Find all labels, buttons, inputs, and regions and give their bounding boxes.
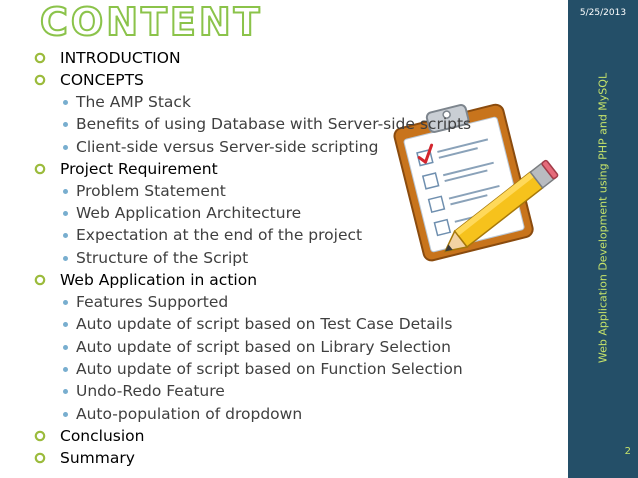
- dot-bullet-icon: [63, 366, 68, 372]
- sub-list-item-label: Auto update of script based on Function …: [76, 359, 463, 378]
- list-item-label: Summary: [60, 448, 135, 467]
- dot-bullet-icon: [63, 344, 68, 350]
- clipboard-checklist-pencil-icon: [393, 103, 559, 262]
- sub-list-item: Auto update of script based on Function …: [34, 358, 471, 380]
- sub-list-item: Benefits of using Database with Server-s…: [34, 113, 471, 135]
- sub-list-item: Undo-Redo Feature: [34, 380, 471, 402]
- dot-bullet-icon: [63, 144, 68, 150]
- dot-bullet-icon: [63, 411, 68, 417]
- dot-bullet-icon: [63, 255, 68, 261]
- dot-bullet-icon: [63, 211, 68, 217]
- dot-bullet-icon: [63, 188, 68, 194]
- sub-list-item-label: Client-side versus Server-side scripting: [76, 137, 379, 156]
- list-item-label: Project Requirement: [60, 159, 218, 178]
- sub-list-item: Auto update of script based on Test Case…: [34, 313, 471, 335]
- slide-date: 5/25/2013: [579, 8, 627, 18]
- circle-bullet-icon: [34, 274, 46, 286]
- dot-bullet-icon: [63, 100, 68, 105]
- content-outline: INTRODUCTION CONCEPTS The AMP Stack Bene…: [34, 47, 471, 469]
- sub-list-item: Features Supported: [34, 291, 471, 313]
- sidebar: 5/25/2013 Web Application Development us…: [568, 0, 638, 478]
- list-item-label: Web Application in action: [60, 271, 258, 290]
- sidebar-caption: Web Application Development using PHP an…: [596, 72, 610, 364]
- list-item-label: INTRODUCTION: [60, 49, 181, 67]
- sub-list-item-label: Problem Statement: [76, 181, 226, 200]
- sub-list-item: Web Application Architecture: [34, 202, 471, 224]
- list-item: CONCEPTS: [34, 69, 471, 91]
- sub-list-item: Client-side versus Server-side scripting: [34, 136, 471, 158]
- sub-list-item-label: Benefits of using Database with Server-s…: [76, 115, 472, 134]
- sub-list-item-label: Web Application Architecture: [76, 204, 302, 223]
- circle-bullet-icon: [34, 74, 46, 86]
- sub-list-item: The AMP Stack: [34, 91, 471, 113]
- list-item: INTRODUCTION: [34, 47, 471, 69]
- dot-bullet-icon: [63, 389, 68, 395]
- sub-list-item: Problem Statement: [34, 180, 471, 202]
- sub-list-item: Auto-population of dropdown: [34, 403, 471, 425]
- sub-list-item-label: Auto update of script based on Library S…: [76, 337, 451, 356]
- dot-bullet-icon: [63, 300, 68, 306]
- list-item-label: Conclusion: [60, 426, 145, 445]
- circle-bullet-icon: [34, 430, 46, 442]
- sub-list-item-label: The AMP Stack: [76, 93, 191, 111]
- list-item: Conclusion: [34, 425, 471, 447]
- list-item: Summary: [34, 447, 471, 469]
- dot-bullet-icon: [63, 122, 68, 128]
- sub-list-item-label: Structure of the Script: [76, 248, 249, 267]
- circle-bullet-icon: [34, 163, 46, 175]
- sub-list-item: Structure of the Script: [34, 247, 471, 269]
- list-item: Web Application in action: [34, 269, 471, 291]
- sub-list-item-label: Auto-population of dropdown: [76, 404, 303, 423]
- sub-list-item-label: Undo-Redo Feature: [76, 382, 225, 401]
- list-item: Project Requirement: [34, 158, 471, 180]
- page-number: 2: [624, 446, 631, 457]
- list-item-label: CONCEPTS: [60, 71, 144, 89]
- sub-list-item: Expectation at the end of the project: [34, 224, 471, 246]
- sub-list-item-label: Expectation at the end of the project: [76, 226, 363, 245]
- circle-bullet-icon: [34, 452, 46, 464]
- dot-bullet-icon: [63, 322, 68, 328]
- sub-list-item-label: Auto update of script based on Test Case…: [76, 315, 453, 334]
- circle-bullet-icon: [34, 52, 46, 64]
- sub-list-item-label: Features Supported: [76, 293, 229, 312]
- dot-bullet-icon: [63, 233, 68, 239]
- slide-title: CONTENT: [39, 0, 263, 45]
- sub-list-item: Auto update of script based on Library S…: [34, 336, 471, 358]
